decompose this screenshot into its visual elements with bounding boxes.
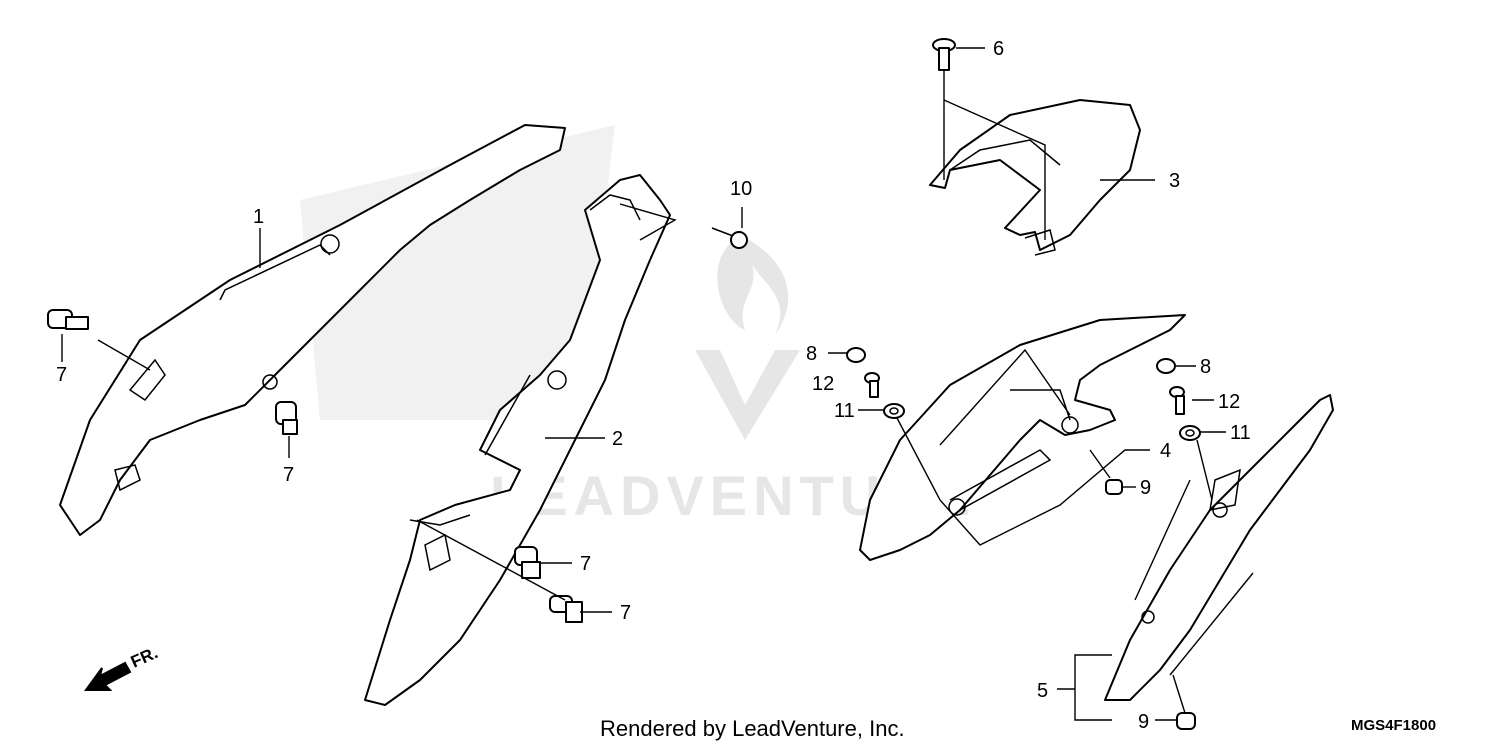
clip-7-b[interactable] (275, 401, 298, 435)
part-2-side-cover-right[interactable] (364, 174, 671, 706)
nut-9-a[interactable] (1105, 479, 1123, 495)
callout-1: 1 (253, 206, 264, 228)
part-3-seat-cowl[interactable] (929, 99, 1141, 256)
watermark-wing-shape (300, 125, 615, 420)
callout-10: 10 (730, 178, 752, 200)
footer-credit: Rendered by LeadVenture, Inc. (600, 716, 905, 741)
callout-7-d: 7 (620, 602, 631, 624)
callout-3: 3 (1169, 170, 1180, 192)
callout-12-left: 12 (812, 373, 834, 395)
callout-12-right: 12 (1218, 391, 1240, 413)
watermark-v-logo (695, 350, 800, 440)
cap-8-right[interactable] (1156, 358, 1176, 374)
callout-2: 2 (612, 428, 623, 450)
bolt-12-right[interactable] (1169, 386, 1185, 415)
bolt-12-left[interactable] (864, 372, 880, 398)
callout-11-left: 11 (834, 400, 855, 422)
callout-6: 6 (993, 38, 1004, 60)
front-arrow-label: FR. (128, 643, 161, 671)
clip-7-c[interactable] (514, 546, 541, 579)
bolt-6[interactable] (932, 38, 956, 71)
clip-7-a[interactable] (47, 309, 89, 330)
callout-8-right: 8 (1200, 356, 1211, 378)
washer-11-right[interactable] (1179, 425, 1201, 441)
nut-9-b[interactable] (1176, 712, 1196, 730)
clip-7-d[interactable] (549, 595, 583, 623)
callout-7-b: 7 (283, 464, 294, 486)
washer-11-left[interactable] (883, 403, 905, 419)
callout-7-a: 7 (56, 364, 67, 386)
callout-7-c: 7 (580, 553, 591, 575)
screw-10[interactable] (711, 227, 748, 249)
callout-8-left: 8 (806, 343, 817, 365)
front-arrow-icon (84, 661, 132, 691)
callout-labels: 1 2 3 4 5 6 7 7 7 7 8 8 9 9 10 11 11 12 … (56, 38, 1251, 733)
front-direction-arrow: FR. (84, 643, 161, 691)
leader-lines (61, 47, 1254, 721)
callout-9-a: 9 (1140, 477, 1151, 499)
callout-11-right: 11 (1230, 422, 1251, 444)
callout-9-b: 9 (1138, 711, 1149, 733)
diagram-code: MGS4F1800 (1351, 717, 1437, 734)
callout-4: 4 (1160, 440, 1171, 462)
watermark-flame-logo (717, 235, 789, 335)
part-5-pillion-grab-bar[interactable] (1104, 394, 1334, 701)
cap-8-left[interactable] (846, 347, 866, 363)
part-1-side-cover-left[interactable] (59, 124, 566, 536)
callout-5: 5 (1037, 680, 1048, 702)
